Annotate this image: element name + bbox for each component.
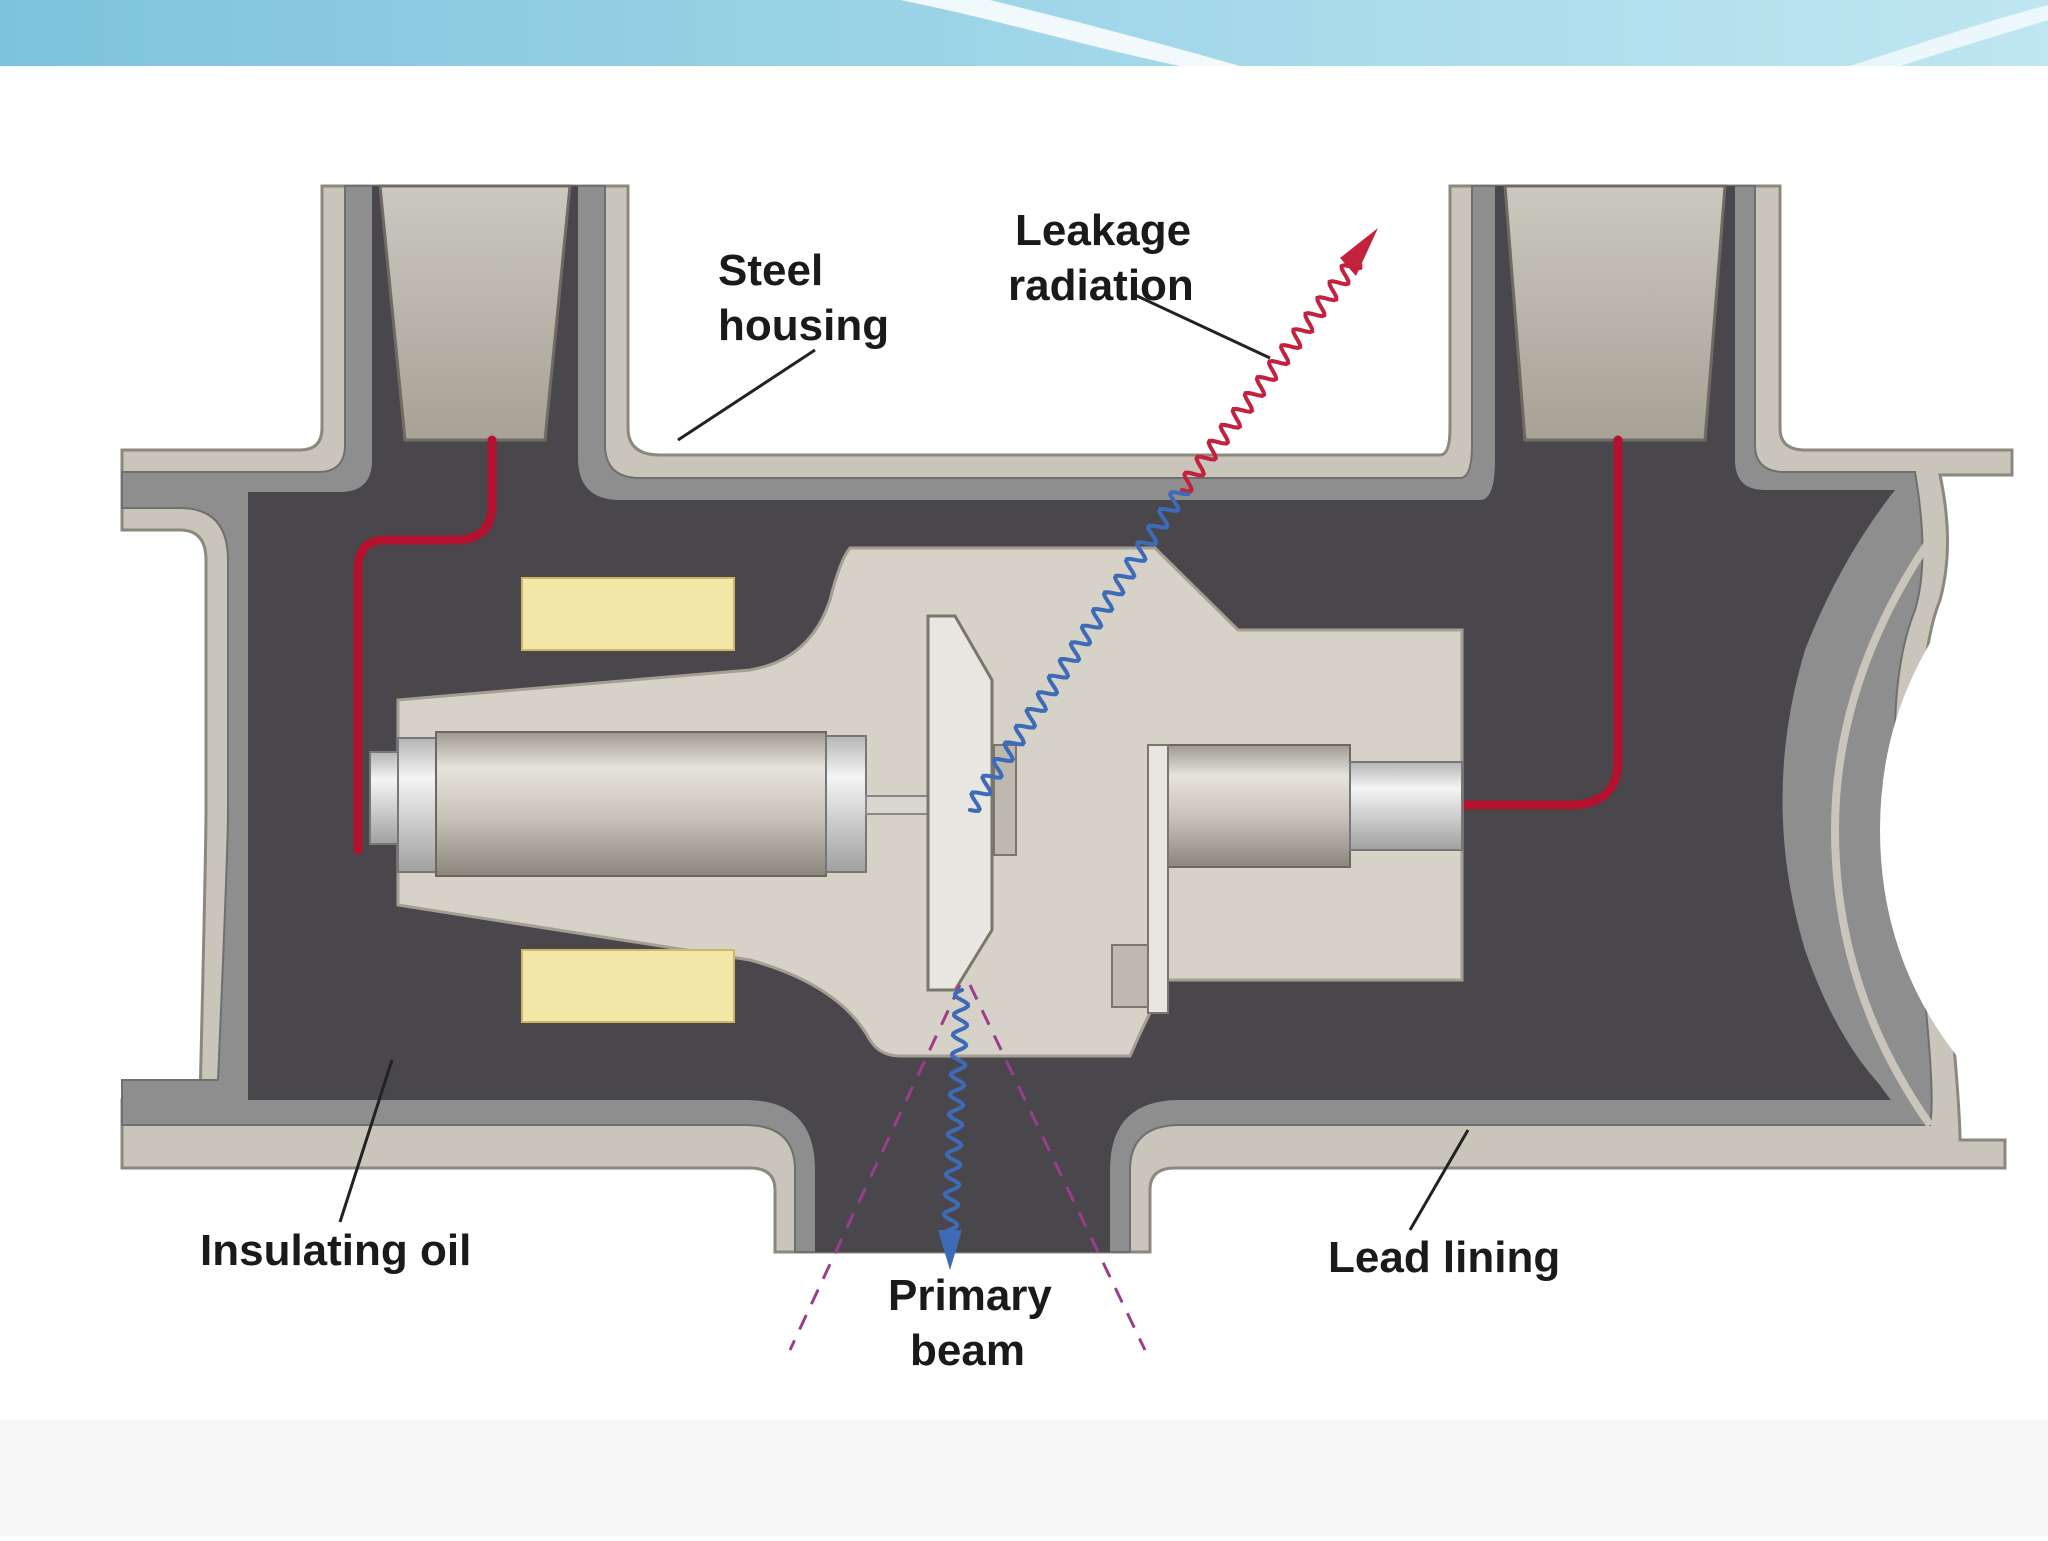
leakage-ray bbox=[1180, 248, 1363, 494]
lead-lining-label: Lead lining bbox=[1328, 1233, 1560, 1282]
cathode-assembly bbox=[1111, 744, 1463, 1014]
leakage-radiation-label: Leakage radiation bbox=[1008, 206, 1203, 310]
steel-housing-leader bbox=[677, 348, 816, 442]
leakage-ray-arrowhead bbox=[1340, 228, 1378, 276]
steel-housing-label: Steel housing bbox=[718, 246, 889, 350]
rotor-assembly bbox=[369, 731, 933, 877]
left-cable-socket bbox=[378, 184, 572, 442]
leakage-radiation-label-line1: Leakage bbox=[1015, 206, 1191, 255]
upper-focusing-coil bbox=[521, 577, 735, 651]
insulating-oil-leader bbox=[338, 1059, 394, 1223]
leakage-ray-internal bbox=[968, 490, 1191, 813]
insulating-oil-label: Insulating oil bbox=[200, 1226, 471, 1275]
leakage-radiation-label-line2: radiation bbox=[1008, 261, 1194, 310]
beam-edge-right bbox=[968, 984, 1147, 1351]
footer-band bbox=[0, 1420, 2048, 1536]
lower-focusing-coil bbox=[521, 949, 735, 1023]
right-cable-socket bbox=[1503, 184, 1727, 442]
left-cable bbox=[353, 435, 497, 855]
lead-lining-leader bbox=[1408, 1129, 1470, 1231]
primary-beam-label: Primary beam bbox=[888, 1271, 1064, 1375]
steel-housing-label-line1: Steel bbox=[718, 246, 823, 295]
beam-edge-left bbox=[788, 984, 962, 1351]
steel-housing-label-line2: housing bbox=[718, 301, 889, 350]
leakage-radiation-leader bbox=[1134, 293, 1271, 360]
primary-beam-label-line2: beam bbox=[910, 1326, 1025, 1375]
primary-beam-label-line1: Primary bbox=[888, 1271, 1052, 1320]
header-band bbox=[0, 0, 2048, 66]
primary-ray bbox=[941, 988, 970, 1234]
primary-ray-arrowhead bbox=[938, 1230, 962, 1270]
right-cable bbox=[1457, 435, 1623, 810]
